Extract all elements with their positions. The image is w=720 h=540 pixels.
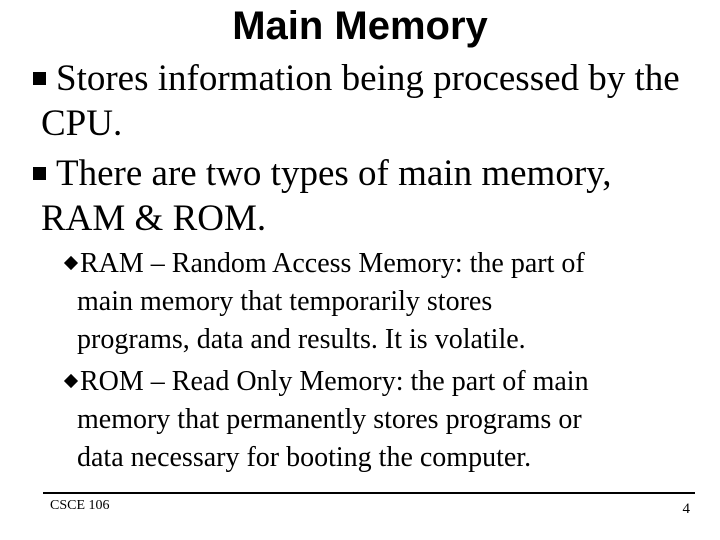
sub-bullet-line: RAM – Random Access Memory: the part of <box>80 248 585 279</box>
sub-bullet-line: main memory that temporarily stores <box>77 286 493 317</box>
footer-course-label: CSCE 106 <box>50 498 110 513</box>
sub-bullet-line: data necessary for booting the computer. <box>77 442 532 473</box>
sub-bullet-item-ram: RAM – Random Access Memory: the part of … <box>0 245 720 359</box>
sub-bullet-line: ROM – Read Only Memory: the part of main <box>80 366 589 397</box>
bullet-text: Stores information being processed by th… <box>41 56 720 146</box>
bullet-text: There are two types of main memory, RAM … <box>41 151 720 241</box>
diamond-bullet-icon <box>63 373 79 389</box>
sub-bullet-item-rom: ROM – Read Only Memory: the part of main… <box>0 363 720 477</box>
bullet-line: Stores information being processed by th… <box>56 58 680 99</box>
square-bullet-icon <box>33 72 46 85</box>
footer-divider <box>43 492 695 494</box>
bullet-line: There are two types of main memory, <box>56 153 612 194</box>
bullet-item-two-types: There are two types of main memory, RAM … <box>0 151 720 241</box>
sub-bullet-text: RAM – Random Access Memory: the part of … <box>77 245 720 359</box>
bullet-line: CPU. <box>41 103 123 144</box>
page-number: 4 <box>682 501 691 517</box>
sub-bullet-line: memory that permanently stores programs … <box>77 404 582 435</box>
sub-bullet-line: programs, data and results. It is volati… <box>77 324 526 355</box>
sub-bullet-text: ROM – Read Only Memory: the part of main… <box>77 363 720 477</box>
bullet-line: RAM & ROM. <box>41 198 267 239</box>
slide-title: Main Memory <box>232 4 488 48</box>
bullet-item-stores: Stores information being processed by th… <box>0 56 720 146</box>
square-bullet-icon <box>33 167 46 180</box>
diamond-bullet-icon <box>63 255 79 271</box>
